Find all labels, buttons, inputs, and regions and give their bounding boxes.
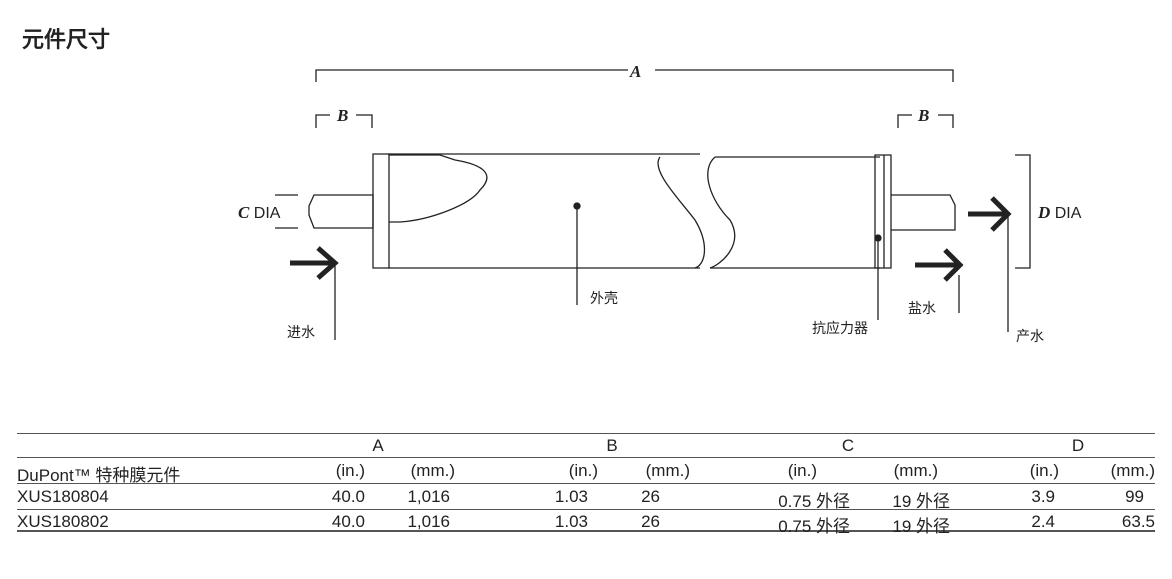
cell-a-mm: 1,016 xyxy=(407,512,450,531)
product-name: XUS180802 xyxy=(17,512,109,531)
cell-d-mm: 99 xyxy=(1125,487,1144,506)
cell-b-in: 1.03 xyxy=(554,512,588,531)
header-c: C xyxy=(841,436,855,455)
unit-header: (mm.) xyxy=(1110,461,1155,480)
unit-header: (in.) xyxy=(1029,461,1059,480)
cell-d-in: 2.4 xyxy=(1031,512,1055,531)
label-a: A xyxy=(630,62,642,81)
cell-c-in: 0.75 外径 xyxy=(778,517,850,536)
header-a: A xyxy=(372,436,384,455)
cell-b-mm: 26 xyxy=(641,512,660,531)
section-title: 元件尺寸 xyxy=(22,27,111,53)
header-b: B xyxy=(606,436,618,455)
unit-header: (in.) xyxy=(568,461,598,480)
label-b-left: B xyxy=(337,106,349,125)
cell-b-mm: 26 xyxy=(641,487,660,506)
cell-c-mm: 19 外径 xyxy=(892,492,950,511)
cell-d-mm: 63.5 xyxy=(1121,512,1155,531)
cell-c-mm: 19 外径 xyxy=(892,517,950,536)
concentrate-label: 盐水 xyxy=(908,301,936,317)
unit-header: (in.) xyxy=(335,461,365,480)
membrane-element-body xyxy=(308,153,956,269)
cell-a-in: 40.0 xyxy=(331,512,365,531)
feed-label: 进水 xyxy=(287,325,315,341)
flow-arrows xyxy=(290,196,1012,282)
unit-header: (mm.) xyxy=(893,461,938,480)
dimension-c-bracket xyxy=(275,194,298,229)
unit-header: (mm.) xyxy=(410,461,455,480)
unit-header: (in.) xyxy=(787,461,817,480)
shell-label: 外壳 xyxy=(590,291,618,307)
element-dimension-diagram xyxy=(275,69,1031,340)
dimension-d-bracket xyxy=(1015,154,1031,269)
product-header: DuPont™ 特种膜元件 xyxy=(17,466,181,485)
brine-seal-label: 抗应力器 xyxy=(812,321,868,337)
cell-a-mm: 1,016 xyxy=(407,487,450,506)
permeate-label: 产水 xyxy=(1016,329,1044,345)
product-name: XUS180804 xyxy=(17,487,109,506)
header-d: D xyxy=(1071,436,1085,455)
cell-c-in: 0.75 外径 xyxy=(778,492,850,511)
unit-header: (mm.) xyxy=(645,461,690,480)
dimension-a-bracket xyxy=(315,69,954,82)
label-b-right: B xyxy=(918,106,930,125)
cell-b-in: 1.03 xyxy=(554,487,588,506)
cell-a-in: 40.0 xyxy=(331,487,365,506)
label-c-dia: C DIA xyxy=(238,203,281,222)
label-d-dia: D DIA xyxy=(1038,203,1082,222)
dimension-b-right-bracket xyxy=(897,114,954,128)
cell-d-in: 3.9 xyxy=(1031,487,1055,506)
dimension-b-left-bracket xyxy=(315,114,373,128)
